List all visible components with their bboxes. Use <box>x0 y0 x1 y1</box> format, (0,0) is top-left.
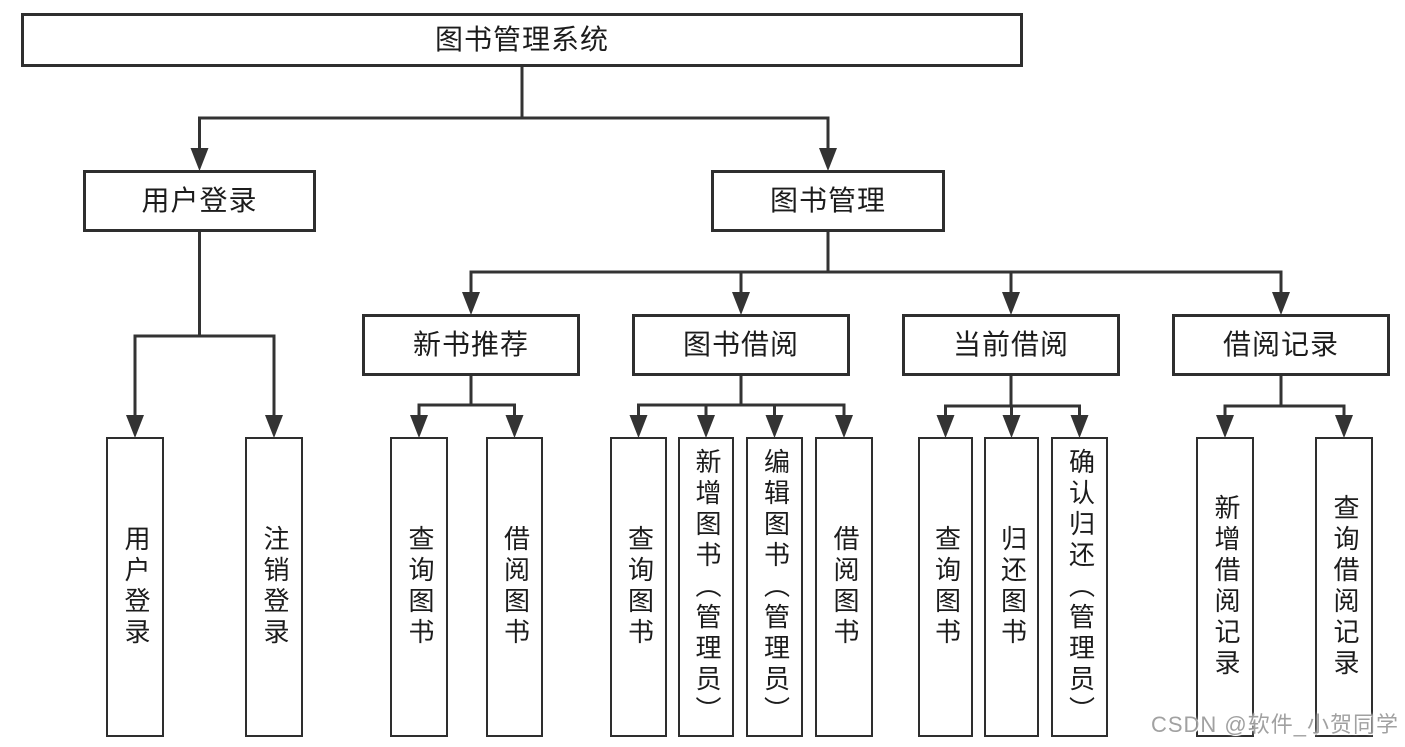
node-borrowing-records: 借阅记录 <box>1172 314 1390 376</box>
arrowhead-icon <box>732 292 750 315</box>
node-leaf-borrow-books-2: 借阅图书 <box>815 437 873 737</box>
arrowhead-icon <box>835 415 853 438</box>
arrowhead-icon <box>410 415 428 438</box>
arrowhead-icon <box>1070 415 1089 438</box>
node-leaf-return-books: 归还图书 <box>984 437 1039 737</box>
node-leaf-query-books-3: 查询图书 <box>918 437 973 737</box>
node-leaf-confirm-return: 确认归还（管理员） <box>1051 437 1108 737</box>
arrowhead-icon <box>819 148 837 171</box>
arrowhead-icon <box>1272 292 1290 315</box>
arrowhead-icon <box>697 415 715 438</box>
node-user-login: 用户登录 <box>83 170 316 232</box>
arrowhead-icon <box>1002 292 1020 315</box>
arrowhead-icon <box>629 415 648 438</box>
node-leaf-user-login: 用户登录 <box>106 437 164 737</box>
node-leaf-query-borrow-record: 查询借阅记录 <box>1315 437 1373 737</box>
node-leaf-query-books-1: 查询图书 <box>390 437 448 737</box>
watermark: CSDN @软件_小贺同学 <box>1150 712 1399 737</box>
edge-from-user-login <box>133 230 276 427</box>
node-leaf-query-books-2: 查询图书 <box>610 437 667 737</box>
node-new-book-recommend: 新书推荐 <box>362 314 580 376</box>
arrowhead-icon <box>126 415 144 438</box>
node-leaf-edit-books-admin: 编辑图书（管理员） <box>746 437 803 737</box>
arrowhead-icon <box>1335 415 1353 438</box>
node-leaf-add-borrow-record: 新增借阅记录 <box>1196 437 1254 737</box>
node-book-borrowing: 图书借阅 <box>632 314 850 376</box>
node-book-management: 图书管理 <box>711 170 945 232</box>
edge-from-new-book-recommend <box>417 374 516 427</box>
arrowhead-icon <box>1002 415 1021 438</box>
node-root: 图书管理系统 <box>21 13 1023 67</box>
arrowhead-icon <box>936 415 955 438</box>
arrowhead-icon <box>190 148 209 171</box>
edge-from-borrowing-records <box>1223 374 1346 427</box>
arrowhead-icon <box>462 292 480 315</box>
node-current-borrowing: 当前借阅 <box>902 314 1120 376</box>
arrowhead-icon <box>505 415 524 438</box>
node-leaf-logout: 注销登录 <box>245 437 303 737</box>
arrowhead-icon <box>1216 415 1234 438</box>
edge-from-book-borrowing <box>637 374 846 427</box>
arrowhead-icon <box>265 415 283 438</box>
edge-from-book-management <box>469 230 1283 304</box>
arrowhead-icon <box>765 415 784 438</box>
node-leaf-borrow-books-1: 借阅图书 <box>486 437 543 737</box>
edge-from-root <box>198 65 830 160</box>
node-leaf-add-books-admin: 新增图书（管理员） <box>678 437 734 737</box>
